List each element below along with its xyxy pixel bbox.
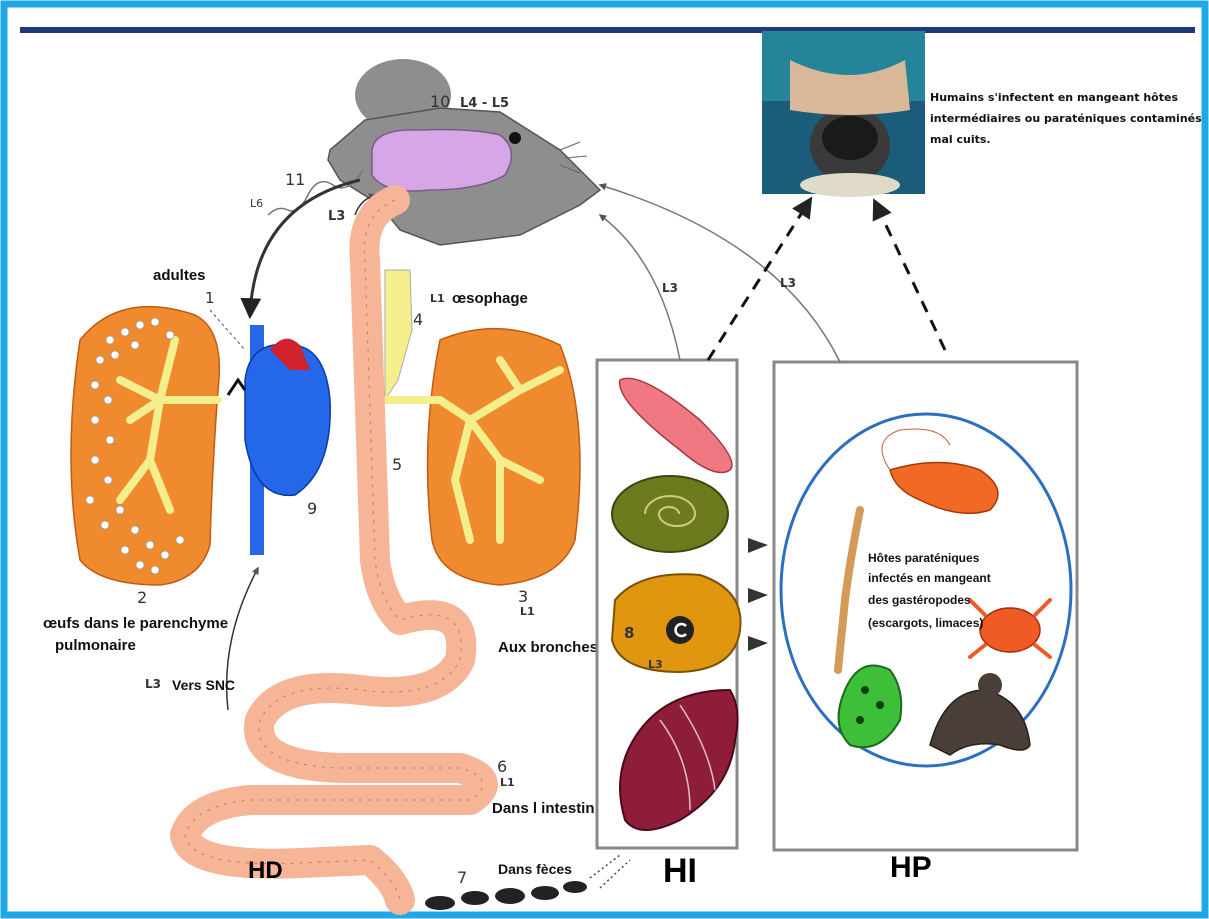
number-4: 4 [413, 310, 423, 329]
label-dans-feces: Dans fèces [498, 861, 572, 877]
label-oesophage: œsophage [452, 290, 528, 307]
snail-green-icon [612, 476, 728, 552]
number-1: 1 [205, 289, 215, 307]
brain-icon [372, 130, 511, 191]
title-rule [20, 27, 1195, 33]
number-10: 10 [430, 92, 450, 111]
person-photo-icon [762, 31, 925, 197]
number-3: 3 [518, 587, 528, 606]
number-8: 8 [624, 624, 634, 642]
note-paratenic-3: des gastéropodes [868, 593, 971, 607]
note-humans-3: mal cuits. [930, 133, 991, 146]
number-11: 11 [285, 170, 305, 189]
label-hd: HD [248, 857, 283, 884]
label-adultes: adultes [153, 267, 206, 284]
stage-l6: L6 [250, 197, 263, 210]
stage-l3-hi: L3 [662, 281, 678, 295]
label-vers-snc: Vers SNC [172, 677, 235, 693]
number-5: 5 [392, 455, 402, 474]
stage-l4-l5: L4 - L5 [460, 96, 509, 111]
number-7: 7 [457, 868, 467, 887]
note-humans-1: Humains s'infectent en mangeant hôtes [930, 91, 1178, 104]
lung-left-icon [71, 307, 219, 585]
number-2: 2 [137, 588, 147, 607]
label-hi: HI [663, 852, 697, 890]
label-dans-intestin: Dans l intestin. [492, 800, 599, 817]
label-oeufs-2: pulmonaire [55, 637, 136, 654]
stage-l3-brain: L3 [328, 209, 345, 224]
label-hp: HP [890, 851, 932, 884]
number-6: 6 [497, 757, 507, 776]
stage-l1-bronches: L1 [520, 605, 535, 618]
stage-l1-intestin: L1 [500, 776, 515, 789]
label-oeufs-1: œufs dans le parenchyme [43, 615, 228, 632]
number-9: 9 [307, 499, 317, 518]
stage-l3-snail: L3 [648, 658, 663, 671]
note-humans-2: intermédiaires ou paraténiques contaminé… [930, 112, 1202, 125]
note-paratenic-4: (escargots, limaces) [868, 616, 983, 630]
stage-l3-hp: L3 [780, 276, 796, 290]
note-paratenic-2: infectés en mangeant [868, 571, 991, 585]
stage-l1-oesophage: L1 [430, 292, 445, 305]
note-paratenic-1: Hôtes paraténiques [868, 551, 980, 565]
label-aux-bronches: Aux bronches [498, 639, 598, 656]
stage-l3-snc: L3 [145, 677, 161, 691]
